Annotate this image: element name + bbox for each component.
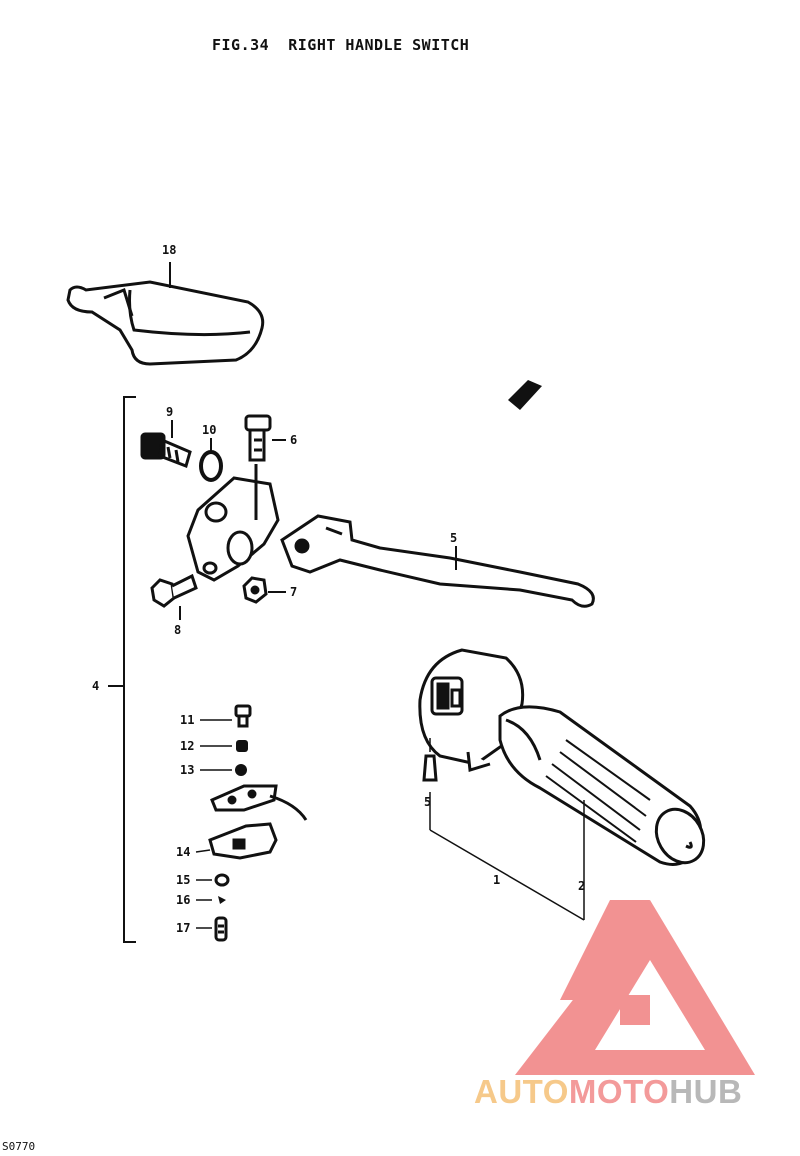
- callout-13: 13: [180, 763, 194, 777]
- callout-9: 9: [166, 405, 173, 419]
- callout-16: 16: [176, 893, 190, 907]
- figure-title: FIG.34 RIGHT HANDLE SWITCH: [212, 36, 470, 54]
- part-7-nut: [242, 576, 268, 604]
- part-12-spring: [236, 740, 248, 752]
- callout-leaders: [429, 800, 585, 921]
- part-11-screw: [234, 704, 252, 728]
- part-9-bolt: [140, 432, 192, 468]
- part-8-bolt: [150, 573, 198, 608]
- part-14-switch-body: [208, 822, 278, 860]
- watermark-text: AUTOMOTOHUB: [474, 1073, 742, 1111]
- callout-17: 17: [176, 921, 190, 935]
- part-5-brake-lever: [280, 514, 595, 608]
- watermark-moto: MOTO: [568, 1073, 670, 1110]
- watermark-auto: AUTO: [474, 1073, 569, 1110]
- callout-14: 14: [176, 845, 190, 859]
- figure-code: S0770: [2, 1140, 36, 1153]
- watermark-logo-icon: [515, 900, 755, 1075]
- part-13-ball: [235, 764, 247, 776]
- callout-2: 2: [578, 879, 585, 893]
- callout-5-lever: 5: [450, 531, 457, 545]
- lever-holder-bracket: [186, 464, 280, 582]
- callout-7: 7: [290, 585, 297, 599]
- callout-10: 10: [202, 423, 216, 437]
- assembly-bracket-4: [108, 396, 136, 943]
- callout-6: 6: [290, 433, 297, 447]
- part-2-throttle-grip: [498, 705, 706, 866]
- part-18-lever-cover: [66, 280, 265, 366]
- callout-12: 12: [180, 739, 194, 753]
- switch-housing: [418, 648, 525, 772]
- direction-arrow-icon: [508, 380, 542, 410]
- part-3-screw: [422, 754, 438, 782]
- callout-4: 4: [92, 679, 99, 693]
- part-6-pivot-bolt: [244, 414, 272, 462]
- part-16-washer: [218, 896, 226, 904]
- brake-switch-wire: [210, 784, 308, 821]
- part-17-screw: [214, 916, 228, 942]
- callout-15: 15: [176, 873, 190, 887]
- callout-8: 8: [174, 623, 181, 637]
- callout-18: 18: [162, 243, 176, 257]
- part-10-washer: [199, 450, 223, 482]
- callout-5-screw: 5: [424, 795, 431, 809]
- callout-1: 1: [493, 873, 500, 887]
- part-15-washer: [214, 873, 230, 887]
- callout-11: 11: [180, 713, 194, 727]
- watermark-hub: HUB: [669, 1073, 743, 1110]
